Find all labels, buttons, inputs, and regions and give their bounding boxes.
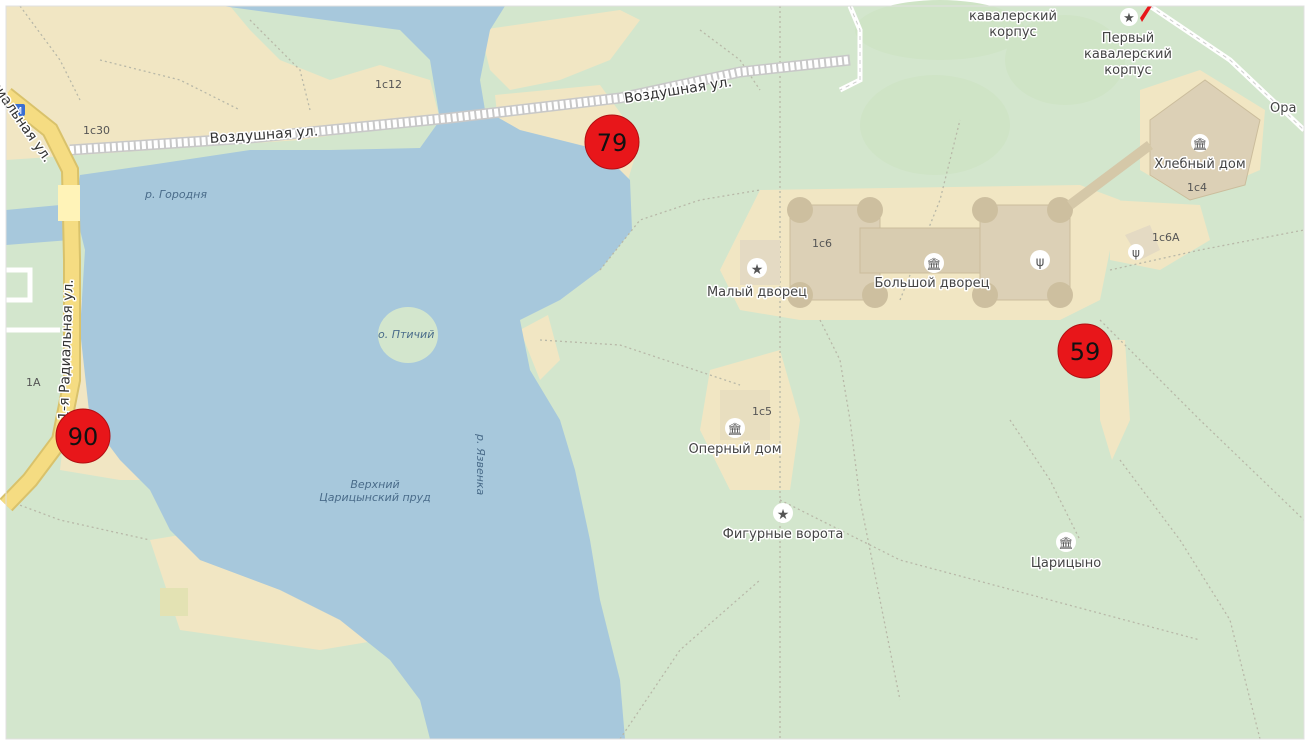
metro-icon: M — [11, 104, 25, 117]
svg-text:🏛: 🏛 — [1058, 536, 1073, 550]
svg-text:🏛: 🏛 — [727, 422, 742, 436]
red-direction-arrow-icon — [1140, 6, 1152, 22]
marker-79[interactable]: 79 — [584, 114, 640, 170]
place-label-perviy-line1: Первый — [1102, 31, 1154, 46]
svg-text:★: ★ — [751, 262, 764, 278]
lawns — [160, 0, 1125, 616]
place-label-bolshoy: Большой дворец — [875, 276, 990, 291]
restaurant-icon: ψ — [1128, 244, 1144, 260]
place-label-maly: Малый дворец — [707, 285, 807, 300]
place-label-kavalersky-line1: кавалерский — [969, 9, 1057, 24]
restaurant-icon: ψ — [1030, 250, 1050, 270]
building-label: 1с5 — [752, 405, 772, 418]
radialnaya-road — [0, 87, 81, 512]
star-icon: ★ — [1120, 8, 1138, 26]
island-shape — [378, 307, 438, 363]
water-bodies — [6, 6, 632, 739]
svg-text:★: ★ — [777, 507, 790, 523]
building-label: 1А — [26, 376, 41, 389]
museum-icon: 🏛 — [725, 418, 745, 438]
water-label-yazvenka: р. Язвенка — [474, 433, 487, 496]
star-icon: ★ — [773, 503, 793, 523]
museum-icon: 🏛 — [924, 253, 944, 273]
building-label: 1с4 — [1187, 181, 1207, 194]
marker-label: 90 — [68, 423, 99, 451]
road-label-radialnaya: 1-я Радиальная ул. — [56, 279, 77, 420]
building-label: 1с30 — [83, 124, 110, 137]
poi-icons: ★ 🏛 ψ ★ 🏛 ψ 🏛 ★ — [11, 6, 1209, 552]
building-label: 1с12 — [375, 78, 402, 91]
pond-label-line2: Царицынский пруд — [319, 491, 431, 504]
svg-text:★: ★ — [1123, 11, 1135, 26]
building-label: 1с6А — [1152, 231, 1180, 244]
place-label-tsaritsyno: Царицыно — [1031, 556, 1101, 571]
museum-icon: 🏛 — [1191, 134, 1209, 152]
museum-icon: 🏛 — [1056, 532, 1076, 552]
map-frame — [5, 5, 1305, 740]
marker-59[interactable]: 59 — [1057, 323, 1113, 379]
building-label: 1с6 — [812, 237, 832, 250]
marker-label: 59 — [1070, 338, 1101, 366]
place-label-perviy-line2: кавалерский — [1084, 47, 1172, 62]
vozdushnaya-street — [69, 54, 851, 156]
marker-label: 79 — [597, 129, 628, 157]
place-label-hlebny: Хлебный дом — [1154, 157, 1245, 172]
svg-text:🏛: 🏛 — [926, 257, 941, 271]
place-label-ora: Ора — [1270, 101, 1296, 116]
marker-90[interactable]: 90 — [55, 408, 111, 464]
svg-text:ψ: ψ — [1132, 246, 1140, 260]
place-label-operny: Оперный дом — [688, 442, 781, 457]
svg-text:M: M — [14, 106, 23, 117]
place-label-perviy-line3: корпус — [1104, 63, 1151, 78]
water-label-gorodnya: р. Городня — [144, 188, 207, 201]
svg-text:ψ: ψ — [1036, 255, 1045, 270]
place-label-figurnye: Фигурные ворота — [723, 527, 844, 542]
star-icon: ★ — [747, 258, 767, 278]
pond-label-line1: Верхний — [350, 478, 399, 491]
island-label: о. Птичий — [378, 328, 434, 341]
minor-roads-outline — [839, 5, 1305, 131]
svg-text:🏛: 🏛 — [1192, 137, 1207, 151]
place-label-kavalersky-line2: корпус — [989, 25, 1036, 40]
